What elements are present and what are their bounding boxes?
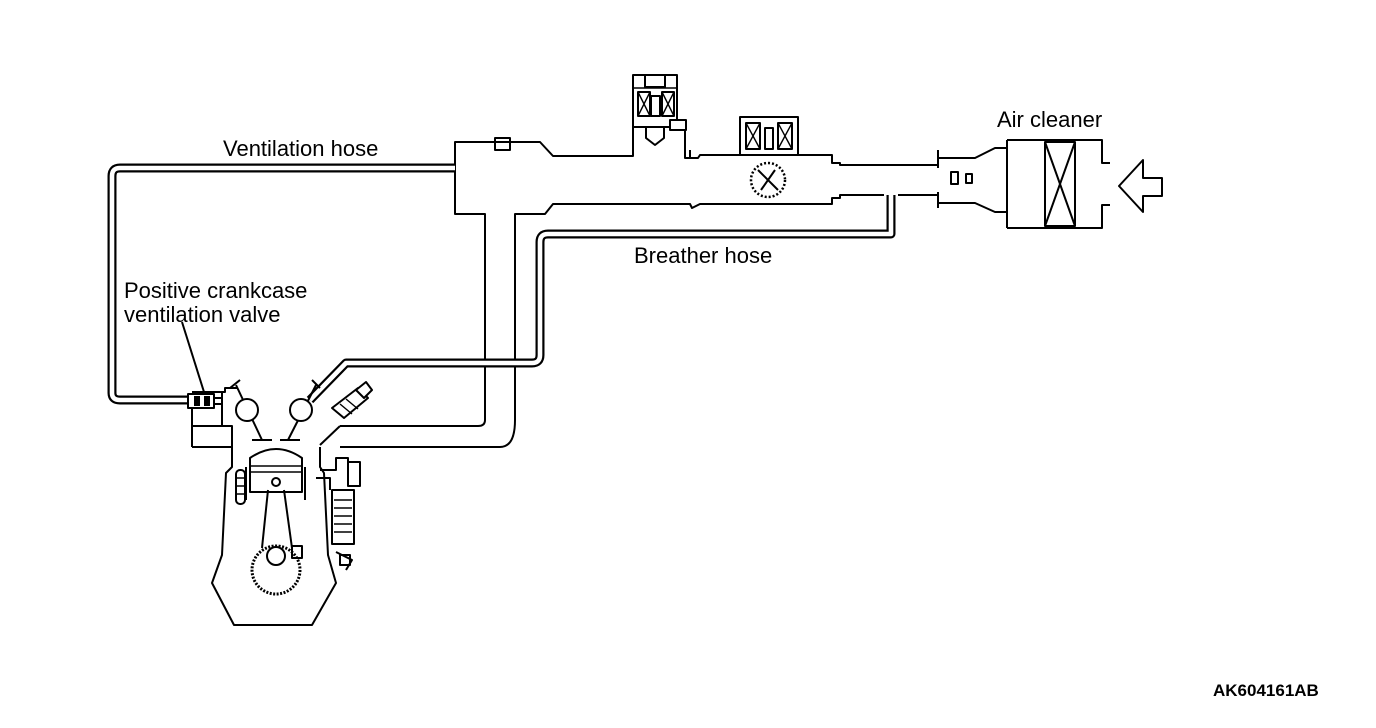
air-cleaner [1006, 139, 1163, 229]
pcv-leader-line [181, 321, 205, 393]
throttle-body [739, 116, 799, 199]
engine-cross-section [191, 379, 361, 626]
intake-manifold [319, 381, 516, 448]
figure-code: AK604161AB [1213, 681, 1319, 700]
piston [249, 448, 303, 493]
pcv-valve [187, 393, 222, 409]
idle-speed-control-servo [632, 74, 687, 146]
ventilation-hose-label: Ventilation hose [223, 136, 379, 161]
crankshaft [250, 544, 303, 596]
intake-duct [454, 125, 1007, 420]
breather-hose [306, 195, 896, 404]
intake-valve [229, 379, 272, 441]
fuel-injector [331, 381, 373, 419]
air-cleaner-label: Air cleaner [997, 107, 1103, 132]
pcv-valve-label-line2: ventilation valve [124, 302, 281, 327]
pcv-valve-label-line1: Positive crankcase [124, 278, 308, 303]
ventilation-hose [107, 163, 455, 405]
exhaust-valve [280, 379, 321, 441]
breather-hose-label: Breather hose [634, 243, 773, 268]
